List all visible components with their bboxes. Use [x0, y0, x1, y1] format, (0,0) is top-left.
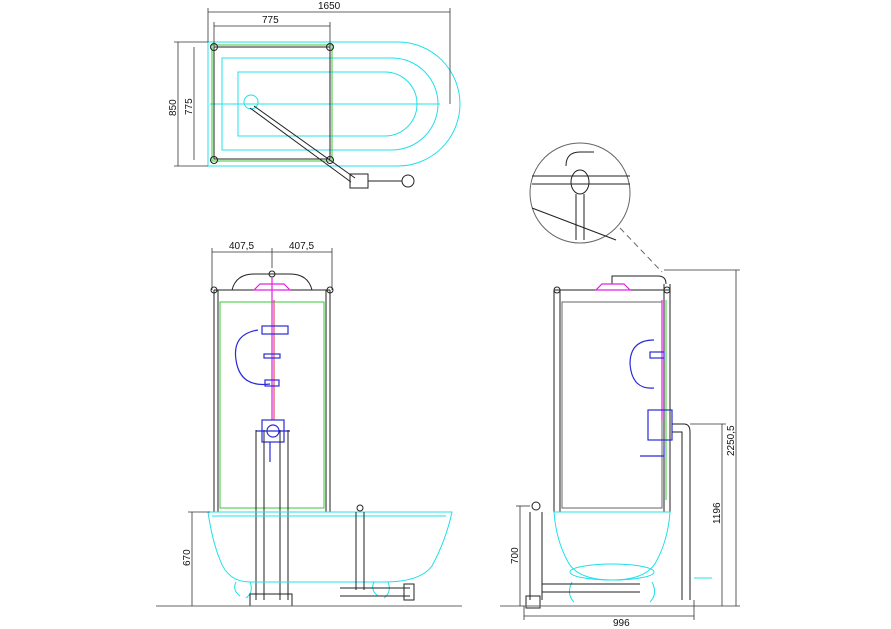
plan-dim-775v-label: 775 [184, 98, 195, 115]
side-waste-pipe [542, 583, 640, 593]
front-hand-shower-hose [234, 329, 271, 386]
plan-bath-outer [207, 41, 461, 167]
side-post-cap-left [553, 286, 561, 294]
front-overflow-cap [356, 504, 364, 512]
side-frame-post-right [663, 284, 671, 512]
front-overflow-pipe [355, 512, 365, 590]
side-dim-700-label: 700 [510, 547, 521, 564]
front-shower-head [252, 283, 292, 291]
side-dim-1196-label: 1196 [712, 502, 723, 524]
plan-waste-arm [253, 105, 356, 179]
side-frame-post-left [553, 290, 561, 512]
side-mixer-body [647, 409, 673, 441]
plan-dim-1650-label: 1650 [318, 1, 341, 12]
side-detail-leader [619, 227, 663, 273]
side-supply-pipe [672, 423, 691, 600]
front-post-cap-left [210, 286, 218, 294]
side-bath-base [569, 563, 655, 581]
front-hand-shower [261, 325, 289, 335]
front-dim-670-label: 670 [182, 549, 193, 566]
front-soap-dish [263, 353, 281, 359]
side-shower-arm [611, 275, 667, 285]
plan-frame-green [211, 44, 333, 162]
plan-bath-basin [237, 71, 418, 137]
side-hand-shower-hose [629, 339, 655, 389]
side-overflow-pipe [529, 512, 543, 600]
front-foot-left [234, 581, 252, 599]
front-view: 407,5 407,5 [156, 241, 462, 607]
plan-post-bottom-left [210, 156, 218, 164]
plan-valve-handle [401, 174, 415, 188]
front-dim-right-label: 407,5 [289, 241, 314, 252]
front-frame-posts [213, 290, 331, 512]
side-bath-spout [640, 446, 665, 457]
side-view: 2250,5 1196 700 996 [500, 142, 740, 629]
plan-post-bottom-right [326, 156, 334, 164]
front-bath-body [207, 511, 453, 583]
front-trap-joint [403, 583, 415, 601]
side-detail-elbow [565, 151, 594, 167]
side-trap [525, 595, 541, 609]
front-post-cap-right [326, 286, 334, 294]
plan-dim-850-label: 850 [168, 99, 179, 116]
plan-bath-inner [221, 57, 439, 151]
side-detail-rail [532, 175, 630, 185]
side-shower-head [594, 283, 632, 291]
front-ceiling-bracket [231, 273, 313, 291]
plan-frame-rail [213, 46, 331, 160]
front-frame-posts-inner [217, 290, 327, 512]
front-foot-right [372, 581, 390, 599]
front-hose-connector [264, 379, 280, 387]
side-soap-dish [649, 351, 665, 359]
side-post-cap-right [663, 286, 671, 294]
plan-dim-775-label: 775 [262, 15, 279, 26]
front-standpipes [255, 430, 289, 600]
front-waste-trap [340, 587, 410, 597]
side-dim-996-label: 996 [613, 618, 630, 629]
side-detail-circle [529, 142, 631, 244]
plan-waste-arm-2 [249, 107, 352, 183]
front-dim-left-label: 407,5 [229, 241, 254, 252]
side-detail-ball-joint [570, 169, 590, 195]
side-curtain-area [561, 301, 663, 509]
side-detail-post [575, 194, 585, 240]
side-overflow-cap [531, 501, 541, 511]
side-detail-diagonal [531, 207, 617, 241]
side-dim-2250-label: 2250,5 [726, 425, 737, 456]
plan-view: 1650 775 850 775 [168, 1, 461, 189]
